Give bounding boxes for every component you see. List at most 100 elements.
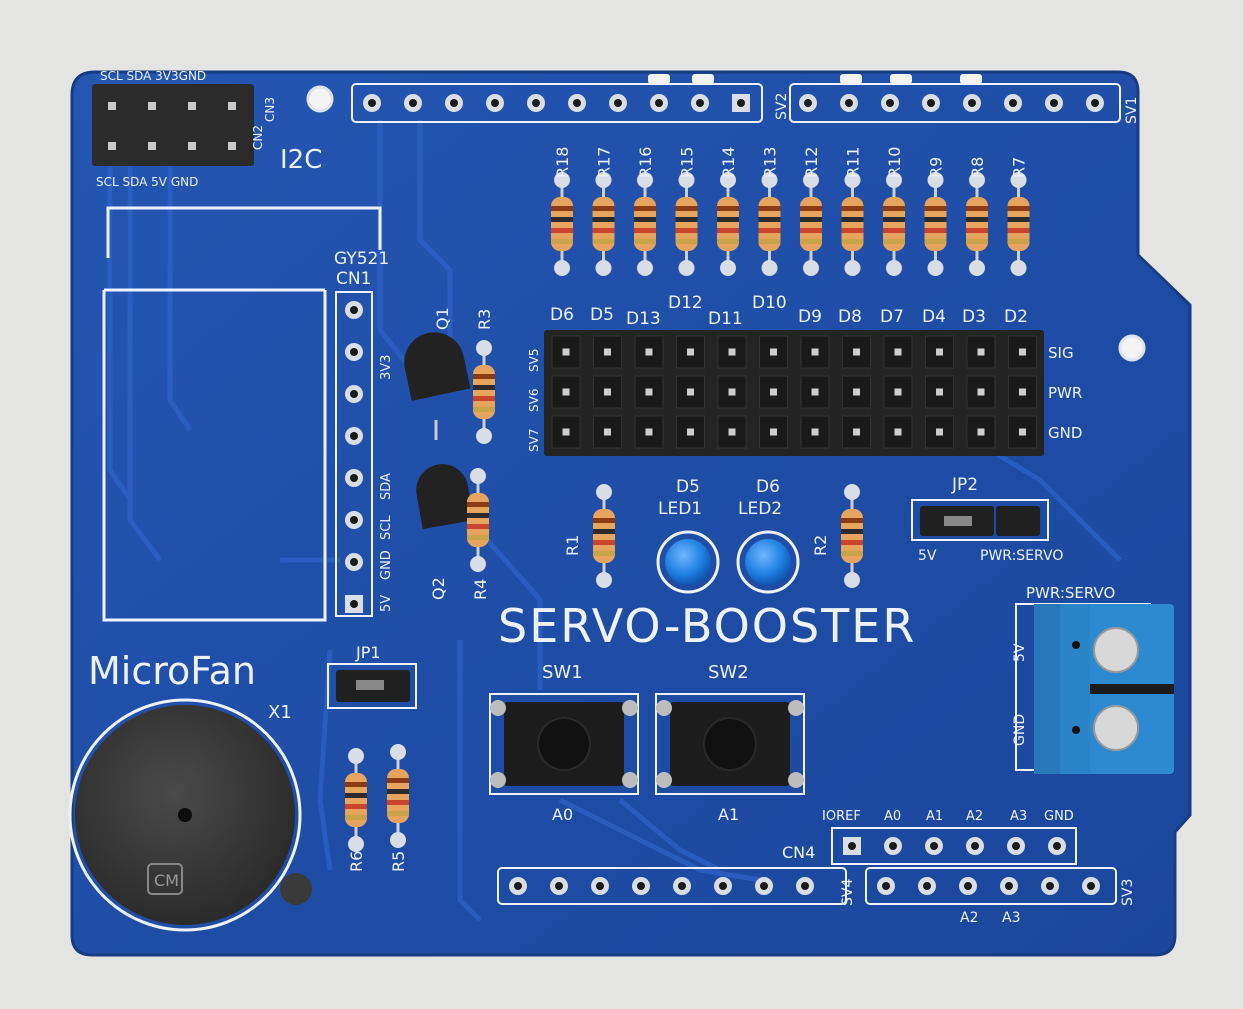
cn4-pad (843, 837, 861, 855)
resistor-r10 (883, 172, 905, 276)
led1-name: LED1 (658, 499, 702, 519)
servo-pin (562, 348, 570, 356)
digital-label-d10: D10 (752, 293, 787, 313)
resistor-r15 (675, 172, 698, 276)
servo-row-name-sv5: SV5 (527, 349, 541, 372)
servo-pin (604, 428, 611, 436)
gy521-outline (102, 206, 382, 622)
terminal-title: PWR:SERVO (1026, 584, 1115, 602)
top-header-pad (486, 94, 504, 112)
cn1-header: GY521 CN1 3V3 SDA SCL GND 5V (334, 249, 394, 617)
q2-label: Q2 (429, 577, 448, 600)
servo-pin (811, 348, 819, 356)
servo-pin (1019, 428, 1026, 436)
digital-label-d9: D9 (798, 307, 822, 327)
servo-pin (728, 388, 736, 396)
cn1-pad (345, 511, 363, 529)
resistor-label-r5: R5 (389, 851, 408, 872)
buzzer-x1: CM X1 (68, 698, 302, 932)
resistor-label-r18: R18 (553, 147, 572, 178)
bottom-header-pad (1082, 877, 1100, 895)
bottom-header-pad (959, 877, 977, 895)
digital-label-d13: D13 (626, 309, 661, 329)
top-header-pad (568, 94, 586, 112)
resistor-label-r8: R8 (968, 157, 987, 178)
cn1-pad (345, 343, 363, 361)
resistor-r17 (592, 172, 615, 276)
bottom-header-pad (1000, 877, 1018, 895)
top-header-pad (363, 94, 381, 112)
digital-label-d2: D2 (1004, 307, 1028, 327)
top-header-pad (1004, 94, 1022, 112)
cn4-pin-a0: A0 (884, 809, 901, 824)
bottom-header-pad (755, 877, 773, 895)
servo-row-name-sv7: SV7 (527, 429, 541, 452)
switch-pin-a1: A1 (718, 805, 739, 824)
servo-pin (894, 348, 902, 356)
servo-pin (770, 428, 777, 436)
header-pin (148, 142, 156, 150)
top-header-pad (963, 94, 981, 112)
servo-row-name-sv6: SV6 (527, 389, 541, 412)
terminal-gnd: GND (1012, 714, 1028, 746)
led2: D6 LED2 (736, 477, 800, 594)
bottom-label-a2: A2 (960, 910, 978, 926)
resistor-label-r1: R1 (563, 535, 582, 556)
header-pin (188, 142, 196, 150)
servo-pin (770, 388, 777, 396)
bottom-header-pad (550, 877, 568, 895)
bottom-header-pad (591, 877, 609, 895)
cn4-pin-a2: A2 (966, 809, 983, 824)
servo-pin (1019, 388, 1026, 396)
servo-pin (604, 388, 611, 396)
resistor-r7 (1007, 172, 1030, 276)
resistor-r2 (841, 484, 863, 588)
header-pin (228, 102, 236, 110)
cn4-pin-gnd: GND (1044, 809, 1074, 824)
digital-label-d4: D4 (922, 307, 946, 327)
board-title: SERVO-BOOSTER (498, 599, 916, 653)
servo-pin (728, 348, 736, 356)
resistor-label-r9: R9 (927, 157, 946, 178)
q1-label: Q1 (433, 307, 452, 330)
header-pin (108, 102, 116, 110)
led1-pin: D5 (676, 477, 700, 497)
jp2-right-label: PWR:SERVO (980, 548, 1063, 564)
jumper-jp2: JP2 5V PWR:SERVO (911, 475, 1063, 564)
cn1-label: CN1 (336, 269, 371, 289)
header-pin (188, 102, 196, 110)
resistor-r1 (593, 484, 615, 588)
jumper-jp1: JP1 (327, 643, 417, 709)
resistor-r8 (966, 172, 988, 276)
servo-pin (562, 428, 570, 436)
top-header-pad (691, 94, 709, 112)
resistor-r11 (841, 172, 864, 276)
servo-pin (977, 428, 985, 436)
servo-pin (936, 388, 943, 396)
servo-pin (687, 428, 694, 436)
buzzer-label: X1 (268, 702, 292, 723)
servo-pin (645, 428, 653, 436)
buzzer-marking: CM (154, 871, 179, 890)
servo-pin (770, 348, 777, 356)
brand-label: MicroFan (88, 649, 256, 693)
servo-pin (1019, 348, 1026, 356)
resistor-r16 (634, 172, 656, 276)
resistor-label-r7: R7 (1010, 157, 1029, 178)
copper-traces (107, 120, 1122, 922)
cn1-pin-3v3: 3V3 (379, 355, 394, 380)
servo-pin (853, 348, 860, 356)
header-pin (148, 102, 156, 110)
gy521-label: GY521 (334, 249, 389, 269)
cn4-pad (925, 837, 943, 855)
switch-pin-a0: A0 (552, 805, 573, 824)
resistor-r3 (473, 340, 495, 444)
top-header-pad (527, 94, 545, 112)
top-header-pad (881, 94, 899, 112)
bottom-header-pad (509, 877, 527, 895)
resistor-label-r11: R11 (844, 147, 863, 178)
